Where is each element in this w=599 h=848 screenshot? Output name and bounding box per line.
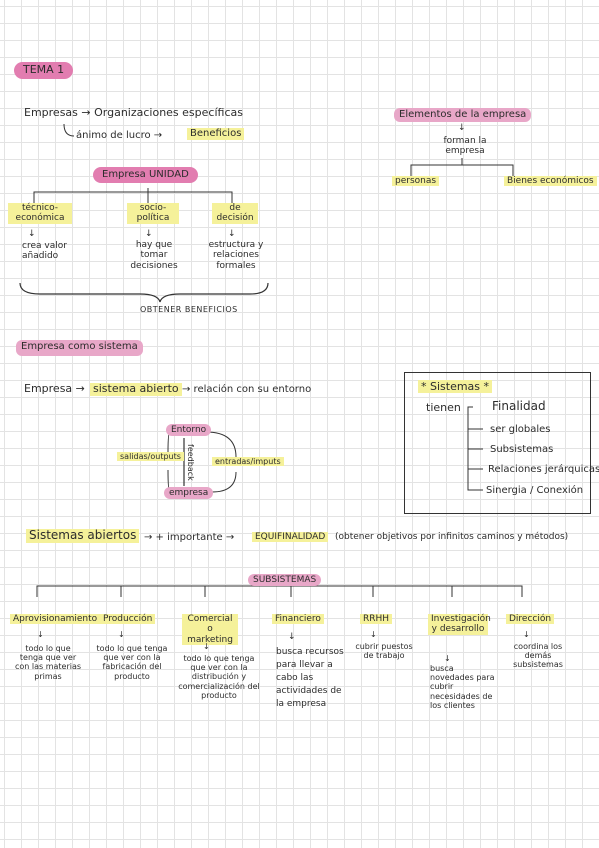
sistemas-item-4: Relaciones jerárquicas [488,464,599,475]
subsistemas-title: SUBSISTEMAS [248,574,322,587]
beneficios-highlight: Beneficios [187,128,245,140]
animo-lucro: ánimo de lucro → [76,130,163,141]
unidad-col-2-arrow: ↓ [145,229,153,239]
sistemas-box [404,372,591,514]
subsistema-7-desc: coordina los demás subsistemas [513,642,563,670]
entorno-node: Entorno [166,424,212,437]
unidad-col-3-head: de decisión [212,203,258,224]
elementos-title: Elementos de la empresa [394,108,532,122]
subsistema-financiero: Financiero [272,614,324,625]
unidad-col-1-body: crea valor añadido [22,241,67,262]
subsistema-comercial: Comercial o marketing [182,614,238,646]
subsistema-5-desc: cubrir puestos de trabajo [355,642,413,661]
obtener-beneficios: OBTENER BENEFICIOS [140,305,238,314]
sistema-line-suffix: → relación con su entorno [182,384,312,395]
equifinalidad: EQUIFINALIDAD [252,532,329,543]
subsistema-3-desc: todo lo que tenga que ver con la distrib… [178,654,260,700]
sistemas-item-3: Subsistemas [490,444,554,455]
equifinalidad-note: (obtener objetivos por infinitos caminos… [335,532,569,542]
unidad-col-2-body: hay que tomar decisiones [130,240,178,271]
sistemas-title-wrap: * Sistemas * [418,380,493,394]
subsistema-4-desc: busca recursos para llevar a cabo las ac… [276,647,344,710]
elementos-arrow: ↓ [458,123,466,133]
subsistema-2-desc: todo lo que tenga que ver con la fabrica… [96,644,168,681]
sistema-line-prefix: Empresa → [24,382,85,395]
empresas-definition: Empresas → Organizaciones específicas [24,106,243,119]
unidad-col-2-head: socio-política [127,203,179,224]
sistemas-item-5: Sinergia / Conexión [486,485,584,496]
bienes-label: Bienes económicos [504,176,597,187]
feedback-label: feedback [186,444,196,481]
subsistema-produccion: Producción [100,614,156,625]
sistemas-title: * Sistemas * [418,380,493,393]
subsistema-direccion: Dirección [506,614,555,625]
subsistema-6-desc: busca novedades para cubrir necesidades … [430,664,495,710]
subsistema-investigacion: Investigación y desarrollo [428,614,491,635]
sistemas-item-1: Finalidad [492,399,546,413]
subsistema-3-arrow: ↓ [203,642,210,651]
subsistema-4-arrow: ↓ [288,632,296,642]
subsistema-5-arrow: ↓ [370,630,377,639]
sistema-abierto: sistema abierto [90,382,182,396]
tienen-label: tienen [426,401,461,414]
sistemas-abiertos: Sistemas abiertos [26,528,140,543]
personas-label: personas [392,176,440,187]
unidad-col-1-head: técnico-económica [8,203,72,224]
salidas-label: salidas/outputs [117,452,184,462]
subsistema-7-arrow: ↓ [523,630,530,639]
subsistema-rrhh: RRHH [360,614,393,625]
forman-label: forman la empresa [443,136,487,157]
subsistema-1-desc: todo lo que tenga que ver con las materi… [14,644,82,681]
empresa-node: empresa [164,487,214,500]
abiertos-mid: → + importante → [144,532,235,543]
sistema-heading: Empresa como sistema [16,340,143,356]
subsistema-2-arrow: ↓ [118,630,125,639]
unidad-col-3-body: estructura y relaciones formales [208,240,264,271]
subsistema-aprovisionamiento: Aprovisionamiento [10,614,101,625]
sistemas-item-2: ser globales [490,424,551,435]
entradas-label: entradas/imputs [212,457,284,467]
unidad-col-3-arrow: ↓ [228,229,236,239]
tema-badge: TEMA 1 [14,62,74,79]
subsistema-6-arrow: ↓ [444,654,451,663]
subsistema-1-arrow: ↓ [37,630,44,639]
unidad-title: Empresa UNIDAD [93,167,198,183]
unidad-col-1-arrow: ↓ [28,229,36,239]
